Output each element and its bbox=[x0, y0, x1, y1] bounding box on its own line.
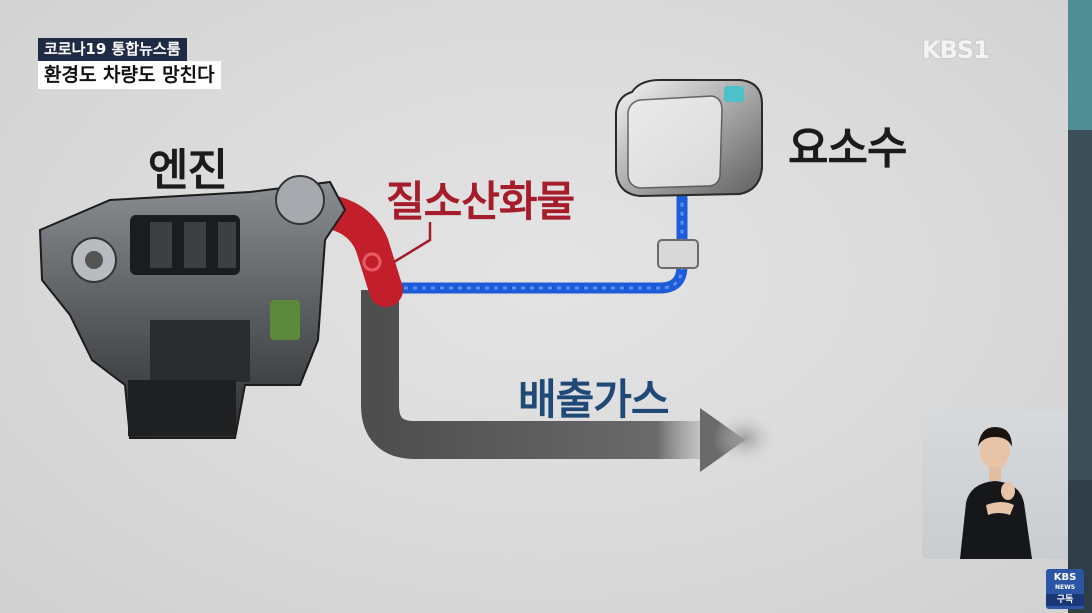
engine-label: 엔진 bbox=[148, 145, 228, 196]
news-badge-logo: KBS bbox=[1053, 572, 1077, 583]
subscribe-button[interactable]: 구독 bbox=[1046, 594, 1084, 606]
news-subscribe-badge[interactable]: KBS NEWS 구독 bbox=[1046, 569, 1084, 609]
program-caption: 코로나19 통합뉴스룸 bbox=[38, 38, 187, 61]
engine-image bbox=[38, 175, 347, 439]
exhaust-puff bbox=[713, 412, 777, 464]
nox-callout-line bbox=[393, 222, 432, 264]
urea-connector bbox=[657, 239, 699, 269]
news-badge-line: NEWS bbox=[1054, 584, 1076, 591]
urea-label: 요소수 bbox=[788, 123, 907, 174]
right-edge-strip bbox=[1068, 0, 1092, 613]
interpreter-image bbox=[960, 427, 1032, 559]
sign-language-interpreter bbox=[922, 411, 1068, 559]
headline-caption: 환경도 차량도 망친다 bbox=[38, 61, 221, 89]
exhaust-pipe bbox=[361, 290, 705, 459]
broadcaster-logo: KBS1 bbox=[922, 36, 990, 64]
exhaust-label: 배출가스 bbox=[518, 375, 670, 424]
nox-label: 질소산화물 bbox=[386, 177, 575, 226]
urea-tank bbox=[615, 79, 763, 198]
